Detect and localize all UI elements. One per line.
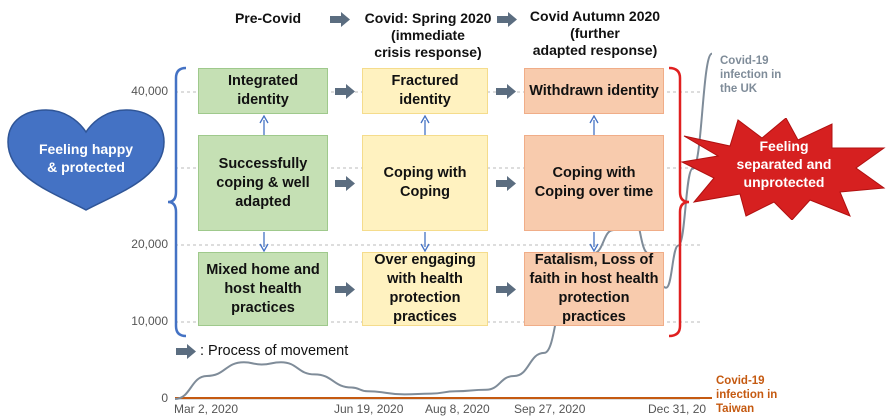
down-arrow-icon xyxy=(589,232,599,252)
stage-spring-line-3: crisis response) xyxy=(374,44,482,60)
arrow-right-icon xyxy=(335,84,355,99)
stage-pre-covid: Pre-Covid xyxy=(234,10,302,26)
arrow-right-icon xyxy=(496,282,516,297)
arrow-right-icon xyxy=(496,84,516,99)
ytick-40000: 40,000 xyxy=(131,84,168,98)
box-withdrawn-identity: Withdrawn identity xyxy=(524,68,664,114)
stage-autumn-2020: Covid Autumn 2020 (further adapted respo… xyxy=(520,8,670,59)
right-red-bracket xyxy=(668,66,690,338)
stage-autumn-line-1: Covid Autumn 2020 xyxy=(529,8,661,24)
ytick-20000: 20,000 xyxy=(131,237,168,251)
taiwan-label-line-3: Taiwan xyxy=(716,403,755,415)
heart-label: Feeling happy & protected xyxy=(38,141,134,175)
starburst-icon xyxy=(680,118,886,220)
xtick-mar2: Mar 2, 2020 xyxy=(174,402,239,416)
arrow-right-icon xyxy=(496,176,516,191)
uk-series-label: Covid-19 infection in the UK xyxy=(720,54,781,96)
box-fractured-identity: Fractured identity xyxy=(362,68,488,114)
box-over-engaging: Over engaging with health protection pra… xyxy=(362,252,488,326)
stage-autumn-line-2: (further xyxy=(570,25,620,41)
xtick-jun19: Jun 19, 2020 xyxy=(334,402,404,416)
header-arrow-right-icon xyxy=(330,12,350,27)
heart-icon xyxy=(7,109,165,211)
xtick-dec31: Dec 31, 20 xyxy=(648,402,707,416)
down-arrow-icon xyxy=(420,232,430,252)
up-arrow-icon xyxy=(259,115,269,135)
box-coping-with-coping: Coping with Coping xyxy=(362,135,488,231)
left-blue-bracket xyxy=(168,66,187,338)
taiwan-label-line-1: Covid-19 xyxy=(716,375,765,387)
box-mixed-health-practices: Mixed home and host health practices xyxy=(198,252,328,326)
box-coping-over-time: Coping with Coping over time xyxy=(524,135,664,231)
arrow-right-icon xyxy=(335,176,355,191)
legend-label: : Process of movement xyxy=(200,343,349,359)
stage-spring-line-2: (immediate xyxy=(391,27,465,43)
stage-spring-2020: Covid: Spring 2020 (immediate crisis res… xyxy=(358,10,498,61)
stage-spring-line-1: Covid: Spring 2020 xyxy=(364,10,492,26)
stage-autumn-line-3: adapted response) xyxy=(532,42,658,58)
taiwan-label-line-2: infection in xyxy=(716,389,778,401)
starburst-label: Feeling separated and unprotected xyxy=(736,138,832,190)
header-arrow-right-icon xyxy=(497,12,517,27)
legend-arrow-icon xyxy=(176,344,196,359)
up-arrow-icon xyxy=(589,115,599,135)
uk-label-line-2: infection in xyxy=(720,69,782,81)
xtick-aug8: Aug 8, 2020 xyxy=(425,402,490,416)
ytick-0: 0 xyxy=(161,391,168,405)
uk-label-line-1: Covid-19 xyxy=(720,55,769,67)
xtick-sep27: Sep 27, 2020 xyxy=(514,402,586,416)
box-integrated-identity: Integrated identity xyxy=(198,68,328,114)
arrow-right-icon xyxy=(335,282,355,297)
uk-label-line-3: the UK xyxy=(720,83,758,95)
box-fatalism: Fatalism, Loss of faith in host health p… xyxy=(524,252,664,326)
up-arrow-icon xyxy=(420,115,430,135)
ytick-10000: 10,000 xyxy=(131,314,168,328)
box-successfully-coping: Successfully coping & well adapted xyxy=(198,135,328,231)
down-arrow-icon xyxy=(259,232,269,252)
taiwan-series-label: Covid-19 infection in Taiwan xyxy=(716,374,777,416)
